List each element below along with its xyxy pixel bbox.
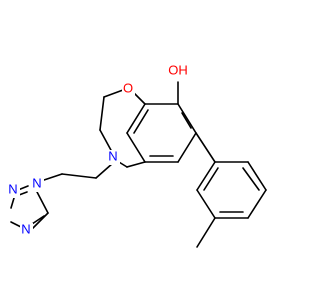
bond-aromatic	[31, 212, 49, 230]
bond-aromatic-inner	[31, 215, 45, 225]
triazole-n4-atom: N	[20, 221, 33, 238]
bond-single	[196, 217, 216, 248]
bond-single	[103, 89, 124, 98]
bond-single	[195, 132, 216, 163]
bond-aromatic-inner	[18, 191, 28, 196]
ring-nitrogen-atom: N	[107, 148, 120, 165]
ring-oxygen-label: O	[123, 80, 133, 95]
triazole-n2-atom: N	[7, 181, 20, 198]
bond-aromatic	[247, 189, 267, 219]
bond-aromatic	[196, 189, 216, 219]
hydroxyl-group: OH	[167, 62, 189, 79]
bond-aromatic	[126, 132, 146, 163]
bond-single	[95, 162, 114, 179]
chemical-structure-diagram: OH O N N N N	[7, 62, 267, 248]
ring-nitrogen-label: N	[108, 148, 117, 163]
bond-aromatic	[177, 103, 197, 134]
bond-single	[99, 129, 113, 153]
ring-oxygen-atom: O	[122, 80, 135, 97]
bond-aromatic	[126, 103, 146, 134]
hydroxyl-label: OH	[168, 62, 188, 77]
bond-aromatic-inner	[242, 167, 260, 191]
bond-single	[61, 173, 97, 179]
triazole-n2-label: N	[8, 181, 17, 196]
bond-aromatic-inner	[133, 109, 149, 134]
triazole-n4-label: N	[21, 221, 30, 236]
atom-label-layer: OH O N N N N	[7, 62, 189, 238]
bond-single	[99, 96, 105, 131]
bond-single	[43, 173, 63, 181]
bond-aromatic	[177, 132, 197, 163]
triazole-n1-atom: N	[31, 175, 44, 192]
bond-aromatic	[247, 161, 267, 191]
triazole-n1-label: N	[32, 175, 41, 190]
bond-aromatic	[196, 161, 216, 191]
bond-aromatic	[35, 189, 49, 214]
bond-aromatic-inner	[203, 167, 219, 191]
bond-aromatic-inner	[181, 112, 192, 129]
bond-single	[126, 161, 146, 168]
bond-aromatic	[10, 197, 15, 209]
bond-layer	[10, 81, 267, 248]
